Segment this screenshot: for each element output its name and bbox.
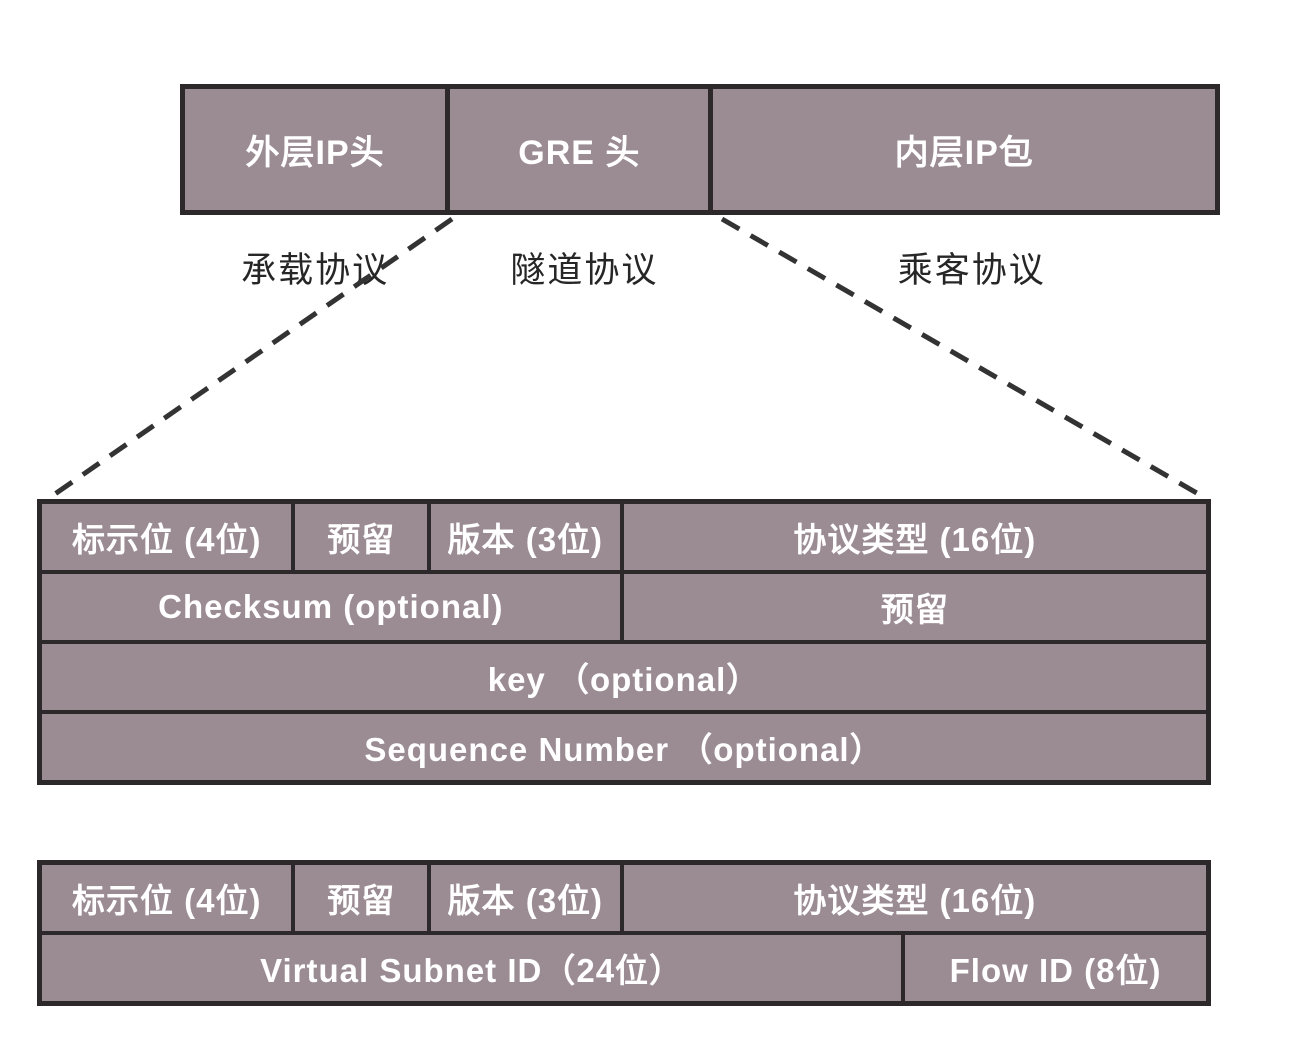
passenger-protocol-caption: 乘客协议 <box>897 250 1046 290</box>
version-cell: 版本 (3位) <box>428 863 622 933</box>
flag-bits-cell: 标示位 (4位) <box>40 502 294 572</box>
reserved-cell: 预留 <box>293 502 429 572</box>
packet-overview-row: 外层IP头 GRE 头 内层IP包 <box>180 84 1225 215</box>
table-row: 标示位 (4位) 预留 版本 (3位) 协议类型 (16位) <box>40 863 1208 933</box>
protocol-type-cell: 协议类型 (16位) <box>621 502 1208 572</box>
nvgre-header-field-table: 标示位 (4位) 预留 版本 (3位) 协议类型 (16位) Virtual S… <box>37 860 1211 1006</box>
table-row: 标示位 (4位) 预留 版本 (3位) 协议类型 (16位) <box>40 502 1208 572</box>
table-row: Sequence Number （optional） <box>40 712 1208 782</box>
gre-header-label: GRE 头 <box>518 134 641 172</box>
checksum-cell: Checksum (optional) <box>40 572 622 642</box>
carrier-protocol-caption: 承载协议 <box>241 250 390 290</box>
table-row: Checksum (optional) 预留 <box>40 572 1208 642</box>
version-cell: 版本 (3位) <box>428 502 622 572</box>
reserved-cell: 预留 <box>293 863 429 933</box>
gre-header-box: GRE 头 <box>445 84 714 215</box>
flow-id-cell: Flow ID (8位) <box>903 933 1208 1003</box>
table-row: key （optional） <box>40 642 1208 712</box>
inner-ip-packet-label: 内层IP包 <box>894 134 1034 172</box>
outer-ip-header-box: 外层IP头 <box>180 84 451 215</box>
table-row: Virtual Subnet ID（24位） Flow ID (8位) <box>40 933 1208 1003</box>
flag-bits-cell: 标示位 (4位) <box>40 863 294 933</box>
protocol-type-cell: 协议类型 (16位) <box>621 863 1208 933</box>
outer-ip-header-label: 外层IP头 <box>245 134 385 172</box>
inner-ip-packet-box: 内层IP包 <box>708 84 1220 215</box>
tunnel-protocol-caption: 隧道协议 <box>510 250 659 290</box>
virtual-subnet-id-cell: Virtual Subnet ID（24位） <box>40 933 904 1003</box>
protocol-captions-row: 承载协议 隧道协议 乘客协议 <box>180 244 1225 290</box>
sequence-number-cell: Sequence Number （optional） <box>40 712 1208 782</box>
key-cell: key （optional） <box>40 642 1208 712</box>
reserved2-cell: 预留 <box>621 572 1208 642</box>
gre-header-field-table: 标示位 (4位) 预留 版本 (3位) 协议类型 (16位) Checksum … <box>37 499 1211 785</box>
